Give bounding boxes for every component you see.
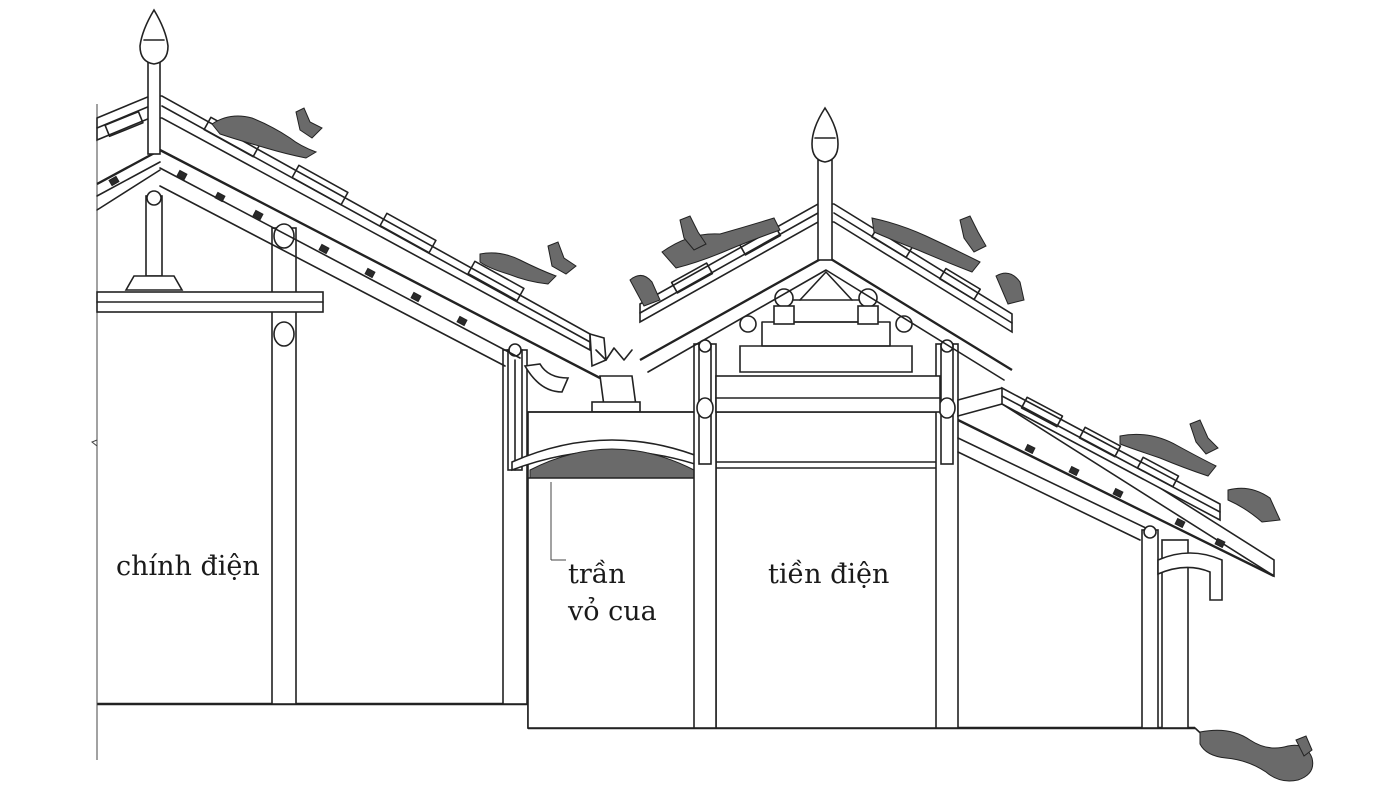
dragon-ornament-icon <box>1199 729 1314 782</box>
break-mark <box>91 439 98 447</box>
dragon-ornament-icon <box>629 215 1025 307</box>
main-hall <box>96 8 607 705</box>
label-front-hall: tiền điện <box>768 559 890 590</box>
dragon-ornament-icon <box>211 107 577 285</box>
dragon-ornament-icon <box>1119 419 1281 523</box>
front-porch <box>957 386 1281 729</box>
front-hall <box>629 106 1025 729</box>
label-main-hall: chính điện <box>116 551 260 582</box>
label-ceiling-line2: vỏ cua <box>568 596 657 627</box>
finial-icon <box>139 8 169 155</box>
crab-shell-ceiling <box>511 411 713 729</box>
finial-icon <box>811 106 839 261</box>
label-ceiling-line1: trần <box>568 559 626 590</box>
